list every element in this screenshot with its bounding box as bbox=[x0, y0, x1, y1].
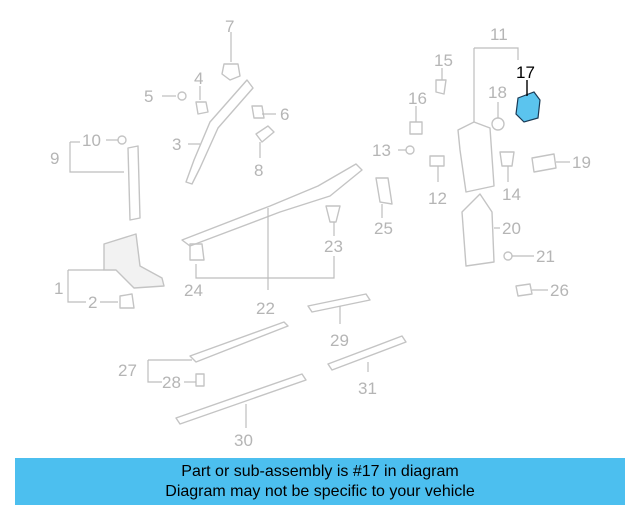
part-7-clip bbox=[221, 63, 241, 81]
part-24-clip bbox=[189, 243, 205, 261]
part-17-highlighted bbox=[515, 91, 541, 123]
label-12: 12 bbox=[428, 189, 447, 208]
part-29-sill bbox=[307, 293, 371, 313]
label-19: 19 bbox=[572, 153, 591, 172]
info-banner: Part or sub-assembly is #17 in diagram D… bbox=[15, 458, 625, 505]
label-7: 7 bbox=[225, 17, 234, 36]
part-23-clip bbox=[325, 205, 341, 223]
label-17-highlighted: 17 bbox=[516, 63, 535, 82]
part-1-lower-trim bbox=[103, 233, 165, 289]
part-25-bracket bbox=[375, 177, 393, 205]
label-31: 31 bbox=[358, 379, 377, 398]
label-8: 8 bbox=[254, 161, 263, 180]
label-9: 9 bbox=[50, 149, 59, 168]
part-28-clip bbox=[195, 373, 205, 387]
label-5: 5 bbox=[144, 87, 153, 106]
banner-line-2: Diagram may not be specific to your vehi… bbox=[165, 482, 475, 500]
banner-line-1: Part or sub-assembly is #17 in diagram bbox=[181, 462, 459, 480]
label-6: 6 bbox=[280, 105, 289, 124]
part-30-sill bbox=[175, 373, 307, 425]
label-15: 15 bbox=[434, 51, 453, 70]
label-10: 10 bbox=[82, 131, 101, 150]
part-15-clip bbox=[435, 79, 447, 95]
part-14-clip bbox=[499, 151, 515, 167]
part-27-sill bbox=[189, 321, 289, 363]
label-3: 3 bbox=[172, 135, 181, 154]
part-18-nut bbox=[491, 117, 505, 131]
label-2: 2 bbox=[88, 293, 97, 312]
part-2-clip bbox=[119, 293, 135, 309]
label-30: 30 bbox=[234, 431, 253, 450]
label-1: 1 bbox=[54, 279, 63, 298]
label-27: 27 bbox=[118, 361, 137, 380]
part-4-bolt bbox=[195, 101, 209, 115]
part-6-clip bbox=[251, 105, 265, 119]
part-21-screw bbox=[503, 251, 513, 261]
label-22: 22 bbox=[256, 299, 275, 318]
label-28: 28 bbox=[162, 373, 181, 392]
label-16: 16 bbox=[408, 89, 427, 108]
part-8-clip bbox=[255, 125, 275, 143]
label-18: 18 bbox=[488, 83, 507, 102]
label-20: 20 bbox=[502, 219, 521, 238]
label-24: 24 bbox=[184, 281, 203, 300]
label-4: 4 bbox=[194, 69, 203, 88]
part-20-lower-b-pillar bbox=[461, 193, 495, 267]
part-9-pillar-strip bbox=[127, 145, 141, 221]
part-10-clip bbox=[117, 135, 127, 145]
label-11: 11 bbox=[490, 25, 508, 44]
label-29: 29 bbox=[330, 331, 349, 350]
part-11-b-pillar-trim bbox=[457, 121, 495, 193]
info-banner-background bbox=[15, 458, 625, 505]
label-21: 21 bbox=[536, 247, 555, 266]
part-26-cap bbox=[515, 283, 533, 297]
label-26: 26 bbox=[550, 281, 569, 300]
part-13-screw bbox=[405, 145, 415, 155]
part-5-screw bbox=[177, 91, 187, 101]
part-16-clip bbox=[409, 121, 423, 135]
part-31-sill bbox=[327, 335, 407, 371]
label-13: 13 bbox=[372, 141, 391, 160]
part-12-bolt bbox=[429, 155, 445, 167]
label-25: 25 bbox=[374, 219, 393, 238]
callout-labels: 7 4 5 6 3 8 10 9 1 2 22 24 23 25 27 28 2… bbox=[50, 17, 591, 450]
leader-lines bbox=[67, 32, 570, 428]
part-19-handle bbox=[531, 153, 557, 173]
part-22-frame bbox=[181, 163, 363, 247]
label-14: 14 bbox=[502, 185, 521, 204]
label-23: 23 bbox=[324, 237, 343, 256]
part-3-a-pillar-trim bbox=[185, 79, 254, 185]
